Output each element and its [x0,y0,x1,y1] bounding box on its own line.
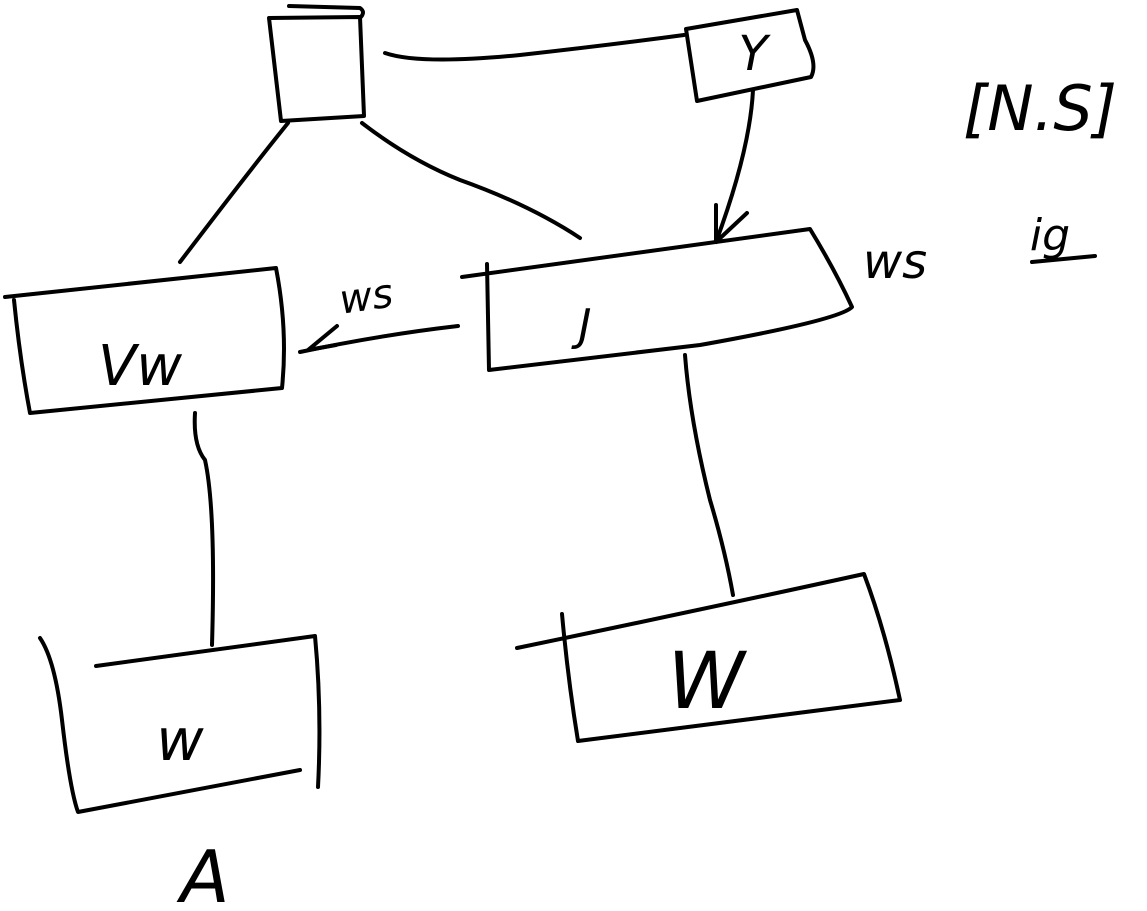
edge-label-j-vw: ws [336,271,395,324]
edge-topleft-y [383,33,686,62]
node-bottom-left-label: w [156,706,204,774]
node-bottom-right-label: W [667,637,747,727]
edge-j-W [683,353,735,597]
edge-y-j [714,88,755,244]
edge-topleft-vw [178,121,290,264]
annotation-small-underline [1030,254,1097,264]
node-top-left [267,4,366,123]
edge-topleft-j [360,121,582,240]
edge-label-j-right: ws [863,234,927,290]
node-bottom-right: W [515,572,902,743]
node-middle-center: J [460,227,854,372]
node-top-right-label: Y [738,26,771,82]
annotation-letter-a: A [176,835,229,911]
annotation-bracket: [N.S] [963,72,1117,145]
node-middle-left: Vw [3,266,286,415]
node-top-right: Y [684,8,816,103]
node-middle-left-label: Vw [98,334,182,399]
annotation-small: ig [1030,210,1070,261]
node-middle-center-label: J [571,300,592,351]
arrowhead-j-vw [306,324,339,352]
node-bottom-left: w [38,634,322,814]
edge-vw-w [192,411,216,647]
